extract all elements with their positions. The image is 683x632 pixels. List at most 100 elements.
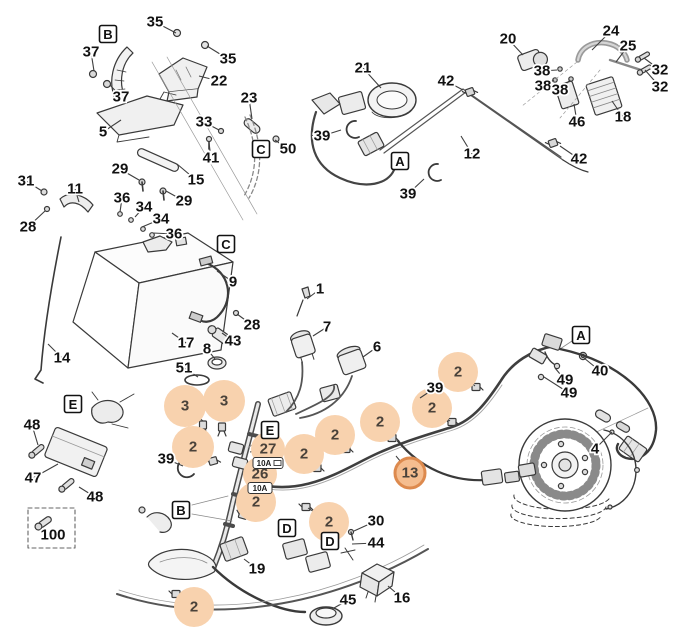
callout-23: 23 (241, 90, 258, 107)
callout-29: 29 (176, 193, 193, 210)
highlight-circle-3-0 (164, 385, 206, 427)
letter-box-A-4 (571, 325, 591, 345)
callout-leader-37 (109, 84, 122, 98)
callout-40: 40 (592, 363, 609, 380)
letter-D: D (325, 534, 334, 549)
letter-E: E (266, 423, 275, 438)
callout-leader-49 (543, 376, 570, 394)
callout-47: 47 (25, 470, 42, 487)
callout-leader-45 (333, 599, 349, 609)
letter-B: B (176, 503, 185, 518)
callout-1: 1 (316, 281, 324, 298)
callout-leader-37 (90, 51, 95, 72)
highlight-number-2: 2 (300, 446, 308, 463)
callout-leader-42 (559, 145, 580, 160)
line-art (27, 28, 658, 626)
callout-22: 22 (211, 73, 228, 90)
callout-leader-5 (102, 119, 122, 133)
highlight-circle-2-6 (284, 434, 324, 474)
callout-44: 44 (368, 535, 385, 552)
callout-leader-15 (176, 163, 197, 181)
letter-A: A (395, 154, 405, 169)
fuse-tag-label: 10A (253, 484, 268, 493)
callout-leader-17 (171, 332, 187, 344)
callout-42: 42 (571, 151, 588, 168)
callout-43: 43 (225, 333, 242, 350)
highlight-circle-2-8 (360, 402, 400, 442)
callout-15: 15 (188, 172, 205, 189)
callout-30: 30 (368, 513, 385, 530)
callout-12: 12 (464, 146, 481, 163)
callout-leader-30 (353, 520, 377, 532)
handle-bracket-group (88, 28, 280, 221)
callout-19: 19 (249, 561, 266, 578)
callout-leader-6 (362, 346, 378, 358)
highlight-circle-13-9 (393, 456, 427, 490)
highlight-number-2: 2 (376, 414, 384, 431)
callout-leader-49 (554, 367, 566, 381)
callout-39: 39 (400, 186, 417, 203)
callout-37: 37 (83, 44, 100, 61)
callout-leader-14 (47, 343, 63, 359)
highlight-circle-2-11 (438, 352, 478, 392)
callout-28: 28 (244, 317, 261, 334)
callout-leader-8 (206, 348, 216, 360)
callout-24: 24 (603, 23, 620, 40)
callout-leader-31 (25, 180, 43, 192)
highlight-number-2: 2 (252, 494, 260, 511)
callout-leader-32 (644, 69, 661, 88)
callout-leader-38 (542, 79, 555, 87)
callout-leader-46 (573, 103, 578, 123)
callout-leader-25 (615, 45, 629, 63)
letter-C: C (221, 237, 231, 252)
main-harness-group (116, 286, 484, 626)
callout-36: 36 (114, 190, 131, 207)
letter-box-E-5 (63, 394, 83, 414)
callout-7: 7 (323, 319, 331, 336)
fuse-icon (273, 460, 282, 466)
letter-C: C (256, 142, 266, 157)
highlight-number-2: 2 (189, 439, 197, 456)
callout-33: 33 (196, 114, 213, 131)
highlight-number-2: 2 (190, 599, 198, 616)
callout-leader-47 (32, 463, 59, 479)
callout-leader-12 (460, 135, 473, 155)
highlight-number-26: 26 (252, 466, 269, 483)
callout-leader-48 (31, 424, 39, 446)
callout-35: 35 (147, 14, 164, 31)
callout-8: 8 (203, 341, 211, 358)
highlight-circle-3-1 (203, 380, 245, 422)
callout-50: 50 (280, 141, 297, 158)
callout-32: 32 (652, 62, 669, 79)
flywheel-group (510, 418, 640, 528)
callout-leader-34 (141, 218, 162, 228)
letter-E: E (69, 397, 78, 412)
highlight-number-2: 2 (331, 427, 339, 444)
callout-leader-38 (541, 69, 558, 72)
callout-31: 31 (18, 173, 35, 190)
callout-leader-4 (594, 431, 613, 450)
callout-leader-18 (611, 100, 624, 118)
callout-46: 46 (569, 114, 586, 131)
callout-29: 29 (112, 161, 129, 178)
callout-39: 39 (158, 451, 175, 468)
letter-box-D-8 (277, 518, 297, 538)
callout-leader-42 (445, 80, 464, 91)
callout-leader-23 (248, 97, 253, 120)
letter-box-E-6 (260, 420, 280, 440)
callout-21: 21 (355, 60, 372, 77)
callout-37: 37 (113, 89, 130, 106)
callout-17: 17 (178, 335, 195, 352)
letter-box-B-0 (98, 24, 118, 44)
callout-34: 34 (136, 199, 153, 216)
callout-38: 38 (534, 63, 551, 80)
letter-box-B-7 (171, 500, 191, 520)
callout-leader-48 (78, 486, 96, 498)
callout-49: 49 (557, 372, 574, 389)
callout-leader-36 (119, 197, 123, 213)
letter-A: A (576, 328, 586, 343)
callout-42: 42 (438, 73, 455, 90)
